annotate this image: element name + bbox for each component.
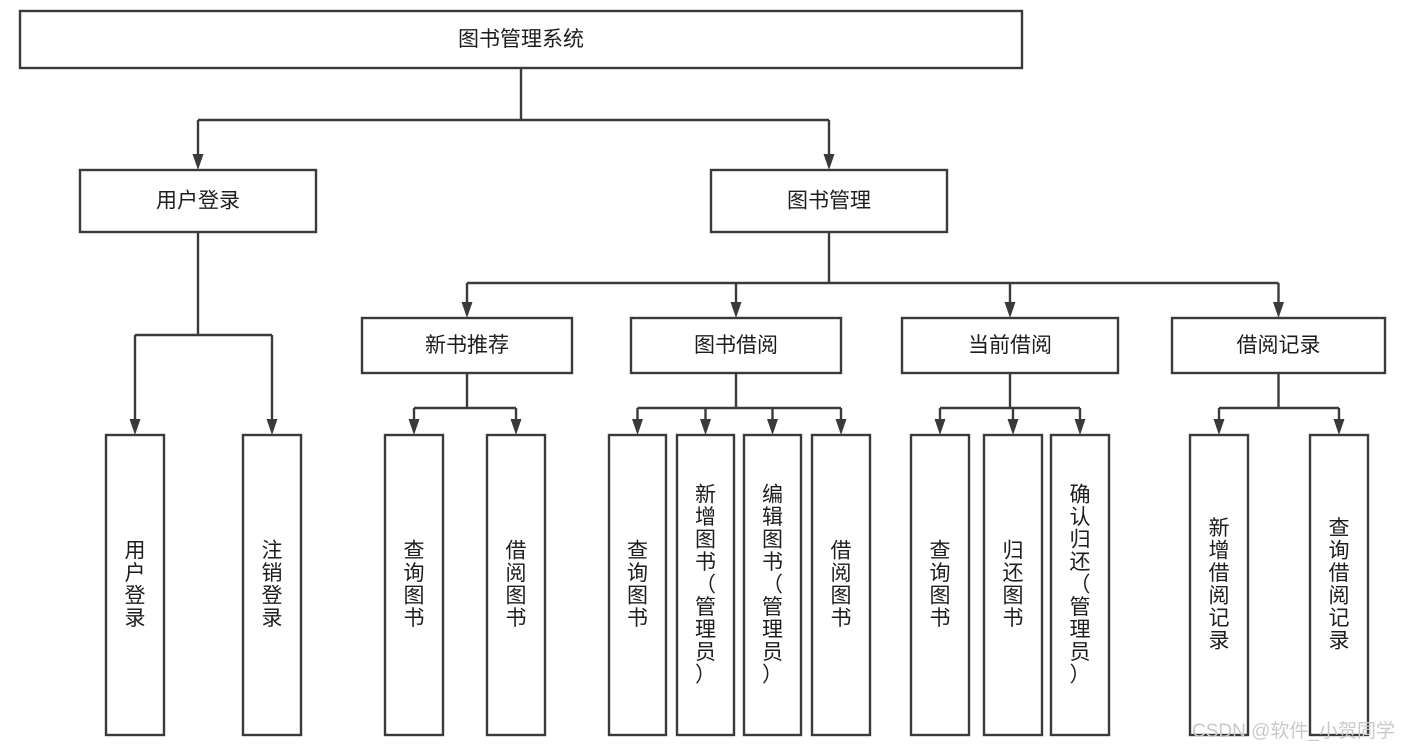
node-label: 注销登录 <box>262 540 283 631</box>
node-box-outline <box>900 316 1120 375</box>
leaf-node-11[interactable]: 新增借阅记录 <box>1188 433 1250 737</box>
leaf-node-3[interactable]: 借阅图书 <box>485 433 547 737</box>
node-box-outline <box>810 433 872 737</box>
arrow-head-icon <box>266 419 278 435</box>
leaf-node-0[interactable]: 用户登录 <box>104 433 166 737</box>
node-box-outline <box>742 433 803 737</box>
node-box-outline <box>982 433 1044 737</box>
node-box-outline <box>629 316 843 375</box>
node-record[interactable]: 借阅记录 <box>1170 316 1387 375</box>
node-label: 图书管理系统 <box>458 28 584 51</box>
node-box-outline <box>675 433 736 737</box>
node-label: 借阅图书 <box>831 540 852 631</box>
node-label: 编辑图书（管理员） <box>762 483 783 686</box>
arrow-head-icon <box>767 419 778 435</box>
arrow-head-icon <box>934 419 946 435</box>
connector-layer <box>129 68 1345 435</box>
node-box-outline <box>607 433 668 737</box>
node-label: 借阅记录 <box>1237 334 1321 357</box>
leaf-node-9[interactable]: 归还图书 <box>982 433 1044 737</box>
connector-group <box>1213 373 1345 435</box>
node-borrow[interactable]: 图书借阅 <box>629 316 843 375</box>
node-label: 用户登录 <box>156 190 240 213</box>
node-label: 当前借阅 <box>968 334 1052 357</box>
arrow-head-icon <box>1007 419 1019 435</box>
arrow-head-icon <box>1213 419 1225 435</box>
node-label: 用户登录 <box>125 540 146 631</box>
node-label: 新增图书（管理员） <box>695 483 716 686</box>
arrow-head-icon <box>129 419 141 435</box>
node-box-outline <box>360 316 574 375</box>
node-label: 图书管理 <box>787 190 871 213</box>
node-box-outline <box>104 433 166 737</box>
arrow-head-icon <box>823 154 835 170</box>
node-box-outline <box>485 433 547 737</box>
node-login[interactable]: 用户登录 <box>78 168 318 234</box>
leaf-node-6[interactable]: 编辑图书（管理员） <box>742 433 803 737</box>
node-label: 图书借阅 <box>694 334 778 357</box>
connector-group <box>632 373 847 435</box>
csdn-watermark: CSDN @软件_小贺同学 <box>1192 720 1395 742</box>
node-box-outline <box>241 433 303 737</box>
arrow-head-icon <box>408 419 420 435</box>
arrow-head-icon <box>192 154 204 170</box>
node-books[interactable]: 图书管理 <box>709 168 949 234</box>
arrow-head-icon <box>730 302 742 318</box>
arrow-head-icon <box>1273 302 1284 318</box>
arrow-head-icon <box>461 302 473 318</box>
arrow-head-icon <box>835 419 847 435</box>
leaf-node-5[interactable]: 新增图书（管理员） <box>675 433 736 737</box>
arrow-head-icon <box>632 419 643 435</box>
node-label: 归还图书 <box>1003 540 1024 631</box>
arrow-head-icon <box>510 419 522 435</box>
arrow-head-icon <box>1333 419 1345 435</box>
node-box-outline <box>709 168 949 234</box>
leaf-node-1[interactable]: 注销登录 <box>241 433 303 737</box>
node-root[interactable]: 图书管理系统 <box>18 9 1024 70</box>
node-label: 确认归还（管理员） <box>1070 483 1091 686</box>
node-newbook[interactable]: 新书推荐 <box>360 316 574 375</box>
node-box-outline <box>78 168 318 234</box>
arrow-head-icon <box>1074 419 1086 435</box>
node-box-outline <box>383 433 445 737</box>
leaf-node-8[interactable]: 查询图书 <box>909 433 971 737</box>
leaf-node-2[interactable]: 查询图书 <box>383 433 445 737</box>
connector-group <box>934 373 1086 435</box>
connector-group <box>461 232 1284 318</box>
connector-group <box>192 68 835 170</box>
arrow-head-icon <box>700 419 711 435</box>
leaf-node-12[interactable]: 查询借阅记录 <box>1308 433 1370 737</box>
node-label: 查询图书 <box>627 540 648 631</box>
node-box-outline <box>1188 433 1250 737</box>
node-current[interactable]: 当前借阅 <box>900 316 1120 375</box>
arrow-head-icon <box>1004 302 1016 318</box>
node-label: 新书推荐 <box>425 334 509 357</box>
node-label: 查询借阅记录 <box>1329 517 1350 653</box>
leaf-node-7[interactable]: 借阅图书 <box>810 433 872 737</box>
node-box-outline <box>1049 433 1111 737</box>
node-label: 查询图书 <box>930 540 951 631</box>
node-box-outline <box>18 9 1024 70</box>
connector-group <box>129 232 278 435</box>
node-box-outline <box>1308 433 1370 737</box>
leaf-node-4[interactable]: 查询图书 <box>607 433 668 737</box>
node-layer: 图书管理系统用户登录图书管理新书推荐图书借阅当前借阅借阅记录用户登录注销登录查询… <box>18 9 1387 737</box>
node-label: 借阅图书 <box>506 540 527 631</box>
leaf-node-10[interactable]: 确认归还（管理员） <box>1049 433 1111 737</box>
node-label: 查询图书 <box>404 540 425 631</box>
node-label: 新增借阅记录 <box>1209 517 1230 653</box>
node-box-outline <box>1170 316 1387 375</box>
node-box-outline <box>909 433 971 737</box>
connector-group <box>408 373 522 435</box>
